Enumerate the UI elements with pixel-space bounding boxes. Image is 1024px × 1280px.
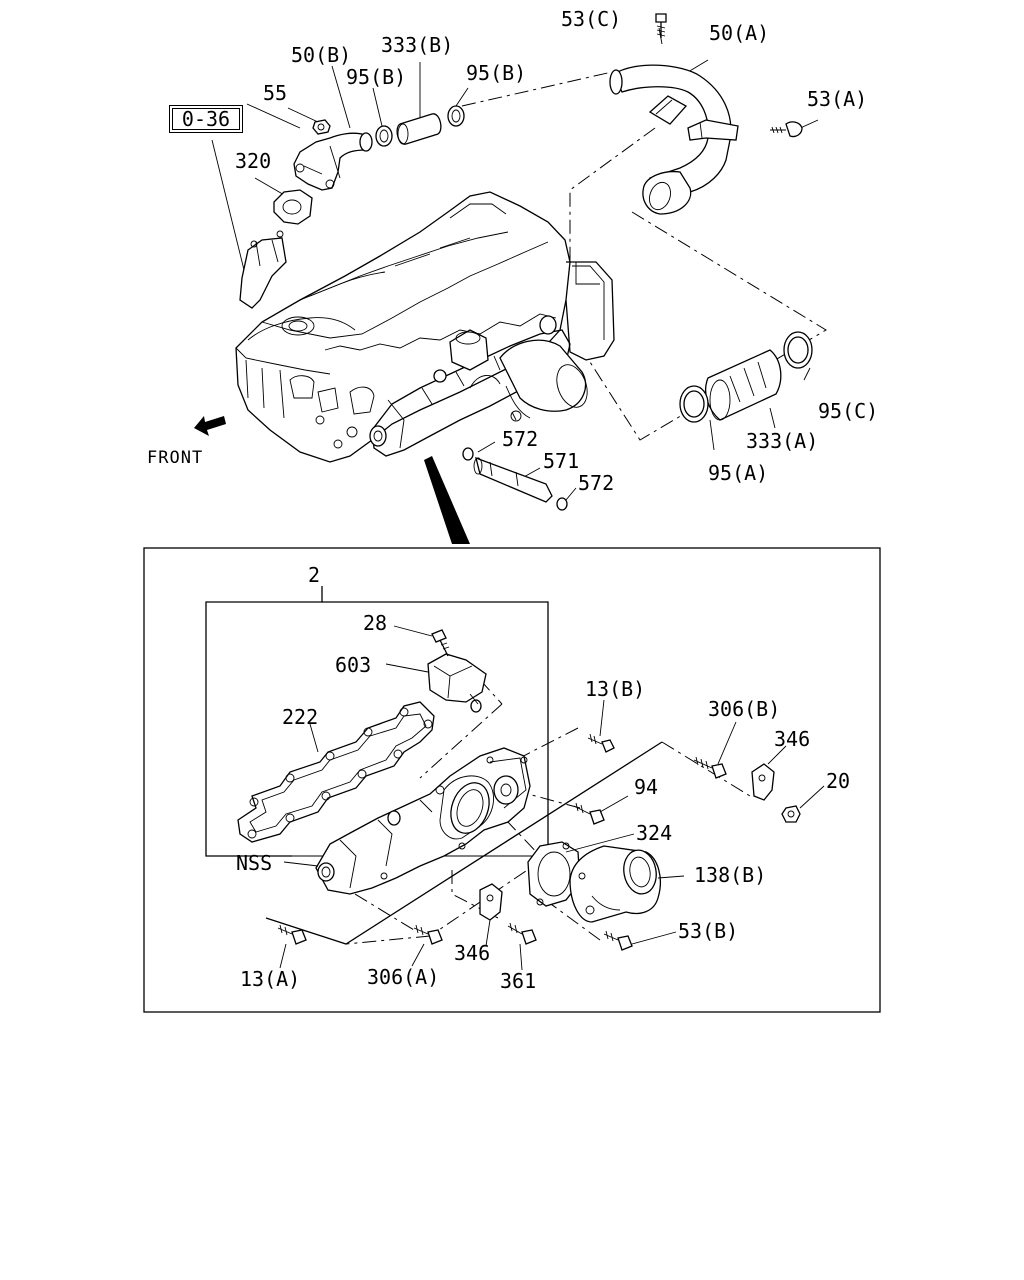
callout-95C[interactable]: 95(C) xyxy=(818,399,879,423)
intake-housing-upper xyxy=(369,315,588,457)
callout-13B[interactable]: 13(B) xyxy=(585,677,646,701)
leader-lines-lower xyxy=(279,625,825,971)
detail-pointer xyxy=(424,456,470,544)
callout-333A[interactable]: 333(A) xyxy=(746,429,819,453)
callout-603[interactable]: 603 xyxy=(335,653,372,677)
callout-571[interactable]: 571 xyxy=(543,449,580,473)
callout-324[interactable]: 324 xyxy=(636,821,673,845)
fasteners-lower xyxy=(277,733,801,951)
front-label: FRONT xyxy=(147,448,204,468)
pipe-50A xyxy=(609,13,803,215)
callout-53B[interactable]: 53(B) xyxy=(678,919,739,943)
detail-frame xyxy=(143,547,881,1013)
gasket-324 xyxy=(527,841,581,907)
hose-50B-assembly xyxy=(239,105,465,309)
callout-13A[interactable]: 13(A) xyxy=(240,967,301,991)
callout-333B[interactable]: 333(B) xyxy=(381,33,454,57)
callout-50B[interactable]: 50(B) xyxy=(291,43,352,67)
callout-222[interactable]: 222 xyxy=(282,705,319,729)
engine-cylinder-head xyxy=(235,191,615,463)
callout-306A[interactable]: 306(A) xyxy=(367,965,440,989)
pipe-571-assembly xyxy=(462,447,568,511)
callout-50A[interactable]: 50(A) xyxy=(709,21,770,45)
callout-94[interactable]: 94 xyxy=(634,775,659,799)
hose-333A-assembly xyxy=(679,331,813,423)
callout-320[interactable]: 320 xyxy=(235,149,272,173)
leader-lines-upper xyxy=(211,27,827,501)
callout-346-lower[interactable]: 346 xyxy=(454,941,491,965)
callout-572-lower[interactable]: 572 xyxy=(578,471,615,495)
callout-53C[interactable]: 53(C) xyxy=(561,7,622,31)
outlet-138B xyxy=(569,845,661,923)
egr-valve-603 xyxy=(427,629,487,713)
front-arrow-icon xyxy=(194,416,226,436)
callout-28[interactable]: 28 xyxy=(363,611,388,635)
callout-95B-right[interactable]: 95(B) xyxy=(466,61,527,85)
callout-53A[interactable]: 53(A) xyxy=(807,87,868,111)
callout-306B[interactable]: 306(B) xyxy=(708,697,781,721)
callout-20[interactable]: 20 xyxy=(826,769,851,793)
callout-572-upper[interactable]: 572 xyxy=(502,427,539,451)
gasket-222 xyxy=(237,701,435,843)
callout-55[interactable]: 55 xyxy=(263,81,288,105)
callout-nss[interactable]: NSS xyxy=(236,851,273,875)
callout-95B-left[interactable]: 95(B) xyxy=(346,65,407,89)
callout-95A[interactable]: 95(A) xyxy=(708,461,769,485)
callout-346-upper[interactable]: 346 xyxy=(774,727,811,751)
callout-138B[interactable]: 138(B) xyxy=(694,863,767,887)
reference-box[interactable]: 0-36 xyxy=(169,105,243,133)
callout-2[interactable]: 2 xyxy=(308,563,321,587)
intake-manifold-nss xyxy=(315,747,531,895)
callout-361[interactable]: 361 xyxy=(500,969,537,993)
